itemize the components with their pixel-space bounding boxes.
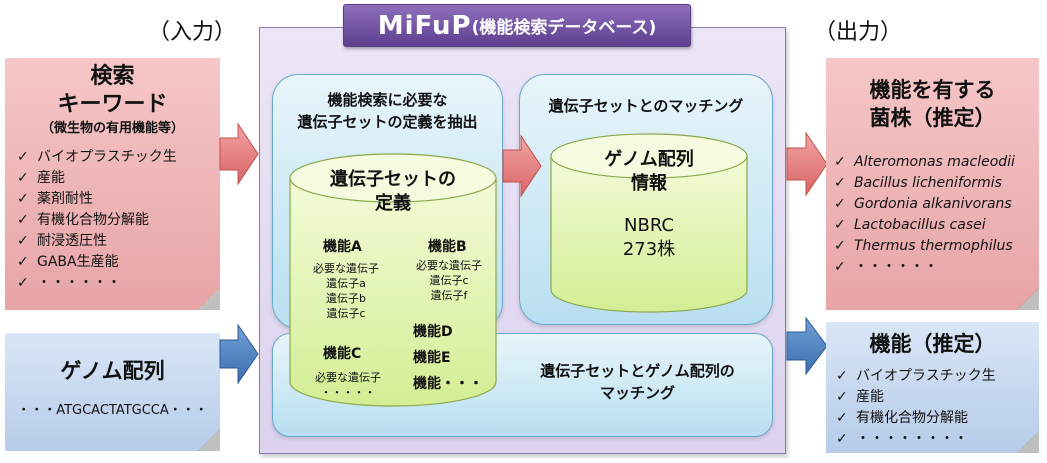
func-b-genes: 必要な遺伝子 遺伝子c 遺伝子f — [404, 258, 494, 303]
extract-text-2: 遺伝子セットの定義を抽出 — [297, 113, 478, 131]
input-label: （入力） — [148, 20, 237, 45]
keyword-card: 検索 キーワード （微生物の有用機能等） バイオプラスチック生 産能 薬剤耐性 … — [5, 58, 220, 310]
keyword-list: バイオプラスチック生 産能 薬剤耐性 有機化合物分解能 耐浸透圧性 GABA生産… — [17, 147, 220, 294]
function-list: バイオプラスチック生 産能 有機化合物分解能 ・・・・・・・・ — [836, 366, 1039, 450]
definition-title-1: 遺伝子セットの — [330, 169, 456, 190]
output-label: （出力） — [814, 20, 903, 45]
keyword-item-cont: 産能 — [17, 168, 220, 189]
strain-list: Alteromonas macleodii Bacillus lichenifo… — [834, 152, 1039, 278]
strain-item: Thermus thermophilus — [834, 236, 1039, 257]
header-subtitle: (機能検索データベース) — [471, 18, 657, 38]
func-b-line: 遺伝子f — [430, 289, 468, 302]
genome-cyl-title-1: ゲノム配列 — [604, 149, 694, 170]
definition-cylinder-body — [289, 177, 497, 407]
keyword-subtitle: （微生物の有用機能等） — [40, 121, 184, 136]
genome-card-fold — [198, 429, 220, 451]
function-item: ・・・・・・・・ — [836, 429, 1039, 450]
strain-title-1: 機能を有する — [869, 78, 996, 102]
func-b-line: 必要な遺伝子 — [416, 259, 482, 272]
function-item-cont: 産能 — [836, 387, 1039, 408]
keyword-item: 耐浸透圧性 — [17, 231, 220, 252]
func-a-line: 遺伝子c — [326, 307, 366, 320]
genome-title: ゲノム配列 — [60, 359, 165, 383]
func-a-genes: 必要な遺伝子 遺伝子a 遺伝子b 遺伝子c — [300, 261, 392, 321]
strain-title-2: 菌株（推定） — [869, 106, 996, 130]
arrow-match-to-strain — [786, 131, 828, 197]
func-d-name: 機能D — [413, 324, 453, 340]
function-title: 機能（推定） — [869, 332, 996, 356]
func-c-name: 機能C — [323, 346, 362, 362]
func-b-name: 機能B — [428, 239, 467, 255]
keyword-item: ・・・・・・ — [17, 273, 220, 294]
function-item: バイオプラスチック生 — [836, 366, 1039, 387]
keyword-item: 薬剤耐性 — [17, 189, 220, 210]
function-card: 機能（推定） バイオプラスチック生 産能 有機化合物分解能 ・・・・・・・・ — [826, 322, 1039, 453]
genome-matching-text-1: 遺伝子セットとゲノム配列の — [540, 362, 735, 380]
strain-item: Lactobacillus casei — [834, 215, 1039, 236]
func-a-name: 機能A — [323, 239, 362, 255]
keyword-title-1: 検索 — [90, 64, 135, 89]
mifup-header: MiFuP (機能検索データベース) — [343, 4, 691, 47]
strain-item: Bacillus licheniformis — [834, 173, 1039, 194]
header-title: MiFuP — [377, 10, 472, 41]
strain-card: 機能を有する 菌株（推定） Alteromonas macleodii Baci… — [826, 58, 1039, 310]
matching-title: 遺伝子セットとのマッチング — [548, 97, 744, 115]
genome-cyl-source: NBRC — [624, 215, 674, 236]
strain-item: ・・・・・・ — [834, 257, 1039, 278]
keyword-title-2: キーワード — [57, 92, 168, 117]
keyword-item: バイオプラスチック生 — [17, 147, 220, 168]
genome-cyl-count: 273株 — [622, 239, 676, 260]
genome-cylinder-top — [550, 133, 748, 179]
func-a-line: 遺伝子b — [326, 292, 366, 305]
func-c-line: 必要な遺伝子 — [315, 371, 381, 384]
genome-card: ゲノム配列 ・・・ATGCACTATGCCA・・・ — [5, 333, 220, 451]
definition-cylinder-top — [289, 153, 497, 203]
func-c-line: ・・・・・ — [320, 386, 376, 399]
extract-text-1: 機能検索に必要な — [327, 91, 448, 109]
keyword-item: 有機化合物分解能 — [17, 210, 220, 231]
keyword-item: GABA生産能 — [17, 252, 220, 273]
arrow-genome-to-db — [219, 323, 259, 385]
function-card-fold — [1017, 431, 1039, 453]
strain-item: Alteromonas macleodii — [834, 152, 1039, 173]
arrow-db-to-function — [786, 316, 828, 376]
arrow-keyword-to-db — [219, 122, 259, 186]
func-b-line: 遺伝子c — [429, 274, 469, 287]
func-more-name: 機能・・・ — [413, 376, 483, 392]
strain-card-fold — [1017, 288, 1039, 310]
func-e-name: 機能E — [413, 350, 451, 366]
func-a-line: 必要な遺伝子 — [313, 262, 379, 275]
strain-item: Gordonia alkanivorans — [834, 194, 1039, 215]
keyword-card-fold — [198, 288, 220, 310]
definition-title-2: 定義 — [375, 193, 411, 214]
genome-matching-text-2: マッチング — [599, 384, 675, 402]
function-item: 有機化合物分解能 — [836, 408, 1039, 429]
genome-sequence: ・・・ATGCACTATGCCA・・・ — [17, 403, 208, 418]
genome-cylinder-body — [550, 155, 748, 313]
func-a-line: 遺伝子a — [326, 277, 366, 290]
func-c-genes: 必要な遺伝子 ・・・・・ — [300, 370, 396, 400]
arrow-extract-to-match — [502, 134, 542, 198]
genome-cyl-title-2: 情報 — [631, 173, 667, 194]
